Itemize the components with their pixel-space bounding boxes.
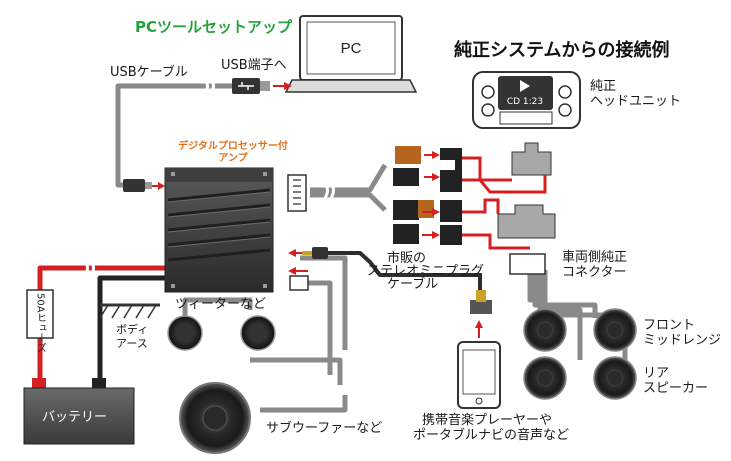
tweeter-icon [240, 315, 276, 351]
rear-speaker-label-1: リア [643, 366, 670, 381]
amp-side-connector [287, 174, 309, 291]
amp-label: デジタルプロセッサー付 アンプ [163, 141, 303, 165]
battery-label: バッテリー [42, 410, 108, 425]
amplifier [164, 167, 274, 293]
usb-cable-label: USBケーブル [110, 65, 188, 80]
stereo-cable-label-1: 市販の [387, 251, 427, 266]
car-connector-icon [509, 253, 546, 275]
car-connector-label-1: 車両側純正 [562, 250, 628, 265]
front-speaker-icon [523, 308, 567, 352]
rear-speaker-icon [593, 356, 637, 400]
arrow-icon [288, 249, 296, 257]
stereo-cable-label-3: ケーブル [387, 277, 439, 292]
front-speaker-label-2: ミッドレンジ [643, 333, 722, 348]
arrow-icon [158, 182, 165, 190]
tweeter-icon [167, 315, 203, 351]
stereo-mini-cable [325, 251, 482, 300]
stereo-mini-plug-icon [302, 247, 328, 259]
head-unit-label-2: ヘッドユニット [590, 94, 682, 109]
usb-plug-icon [232, 78, 270, 94]
power-cables [37, 265, 165, 378]
subwoofer-label: サブウーファーなど [266, 421, 383, 436]
battery-icon [23, 378, 135, 445]
body-earth-label-1: ボディ [116, 323, 149, 336]
pc-tool-setup-label: PCツールセットアップ [135, 18, 293, 36]
fuse-label: 50Aヒューズ [35, 293, 47, 353]
red-wiring [460, 156, 547, 250]
body-earth-label-2: アース [116, 337, 148, 350]
arrow-icon [422, 151, 440, 239]
pc-label: PC [341, 40, 362, 57]
head-unit-harness-connector [497, 142, 556, 239]
stereo-cable-label-2: ステレオミニプラグ [367, 264, 485, 279]
portable-player-icon [457, 290, 501, 409]
head-unit-icon [472, 71, 581, 129]
front-speaker-label-1: フロント [643, 318, 696, 333]
pc-laptop-icon [284, 15, 418, 93]
harness-adapter [440, 148, 462, 245]
car-connector-label-2: コネクター [562, 265, 627, 280]
amp-label-line1: デジタルプロセッサー付 [178, 141, 288, 152]
head-unit-label-1: 純正 [590, 79, 617, 94]
amp-label-line2: アンプ [218, 153, 248, 164]
arrow-icon [284, 82, 292, 90]
harness-plug [393, 146, 434, 244]
player-label-1: 携帯音楽プレーヤーや [422, 413, 553, 428]
usb-port-label: USB端子へ [221, 58, 287, 73]
ground-icon [99, 303, 160, 319]
fuse-icon [26, 289, 54, 339]
rear-speaker-label-2: スピーカー [643, 381, 709, 396]
arrow-icon [475, 320, 483, 328]
arrow-icon [288, 267, 296, 275]
rear-speaker-icon [523, 356, 567, 400]
front-speaker-icon [593, 308, 637, 352]
player-label-2: ポータブルナビの音声など [413, 428, 570, 443]
diagram-title: 純正システムからの接続例 [454, 40, 670, 61]
tweeter-label: ツィーターなど [175, 297, 267, 312]
head-unit-screen: CD 1:23 [507, 97, 543, 107]
cable-break-marks [83, 79, 365, 358]
subwoofer-icon [179, 382, 251, 454]
usb-plug-icon [123, 179, 152, 192]
